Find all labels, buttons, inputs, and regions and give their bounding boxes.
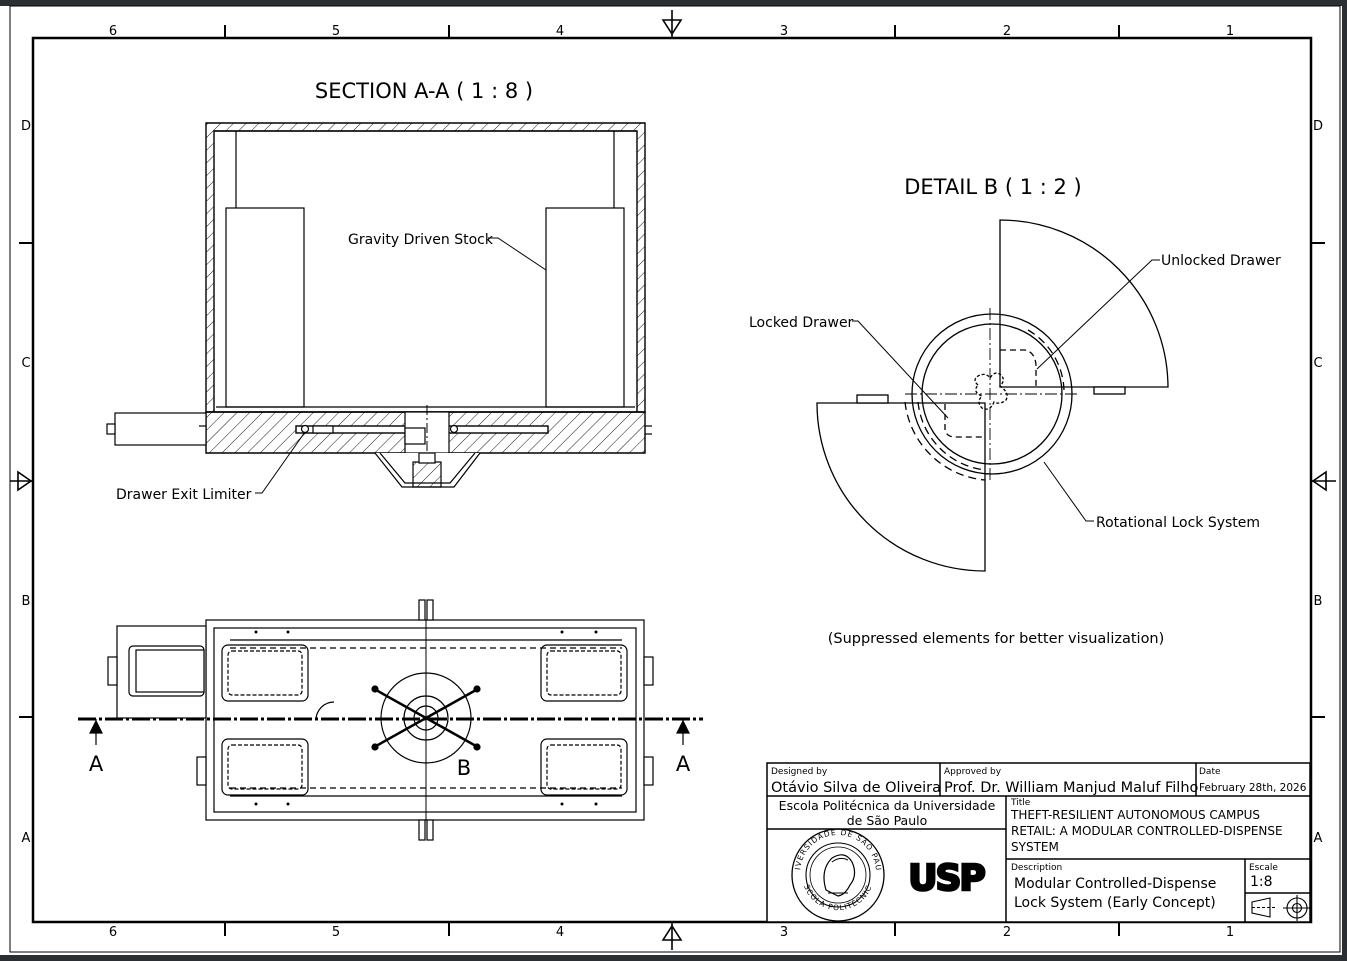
zone-labels: 6 5 4 3 2 1 6 5 4 3 2 1 D C B A D C B A [21,24,1323,940]
plan-bin-tr [540,644,628,702]
zone-col-bottom-4: 4 [556,925,564,940]
callout-unlocked-drawer: Unlocked Drawer [1161,253,1281,269]
zone-row-right-C: C [1313,356,1322,371]
zone-row-left-D: D [21,119,31,134]
detail-title: DETAIL B ( 1 : 2 ) [904,175,1082,199]
callout-drawer-limiter: Drawer Exit Limiter [116,487,252,503]
side-actuator [114,412,207,446]
section-marker-left: A [89,752,104,776]
zone-col-top-4: 4 [556,24,564,39]
zone-col-top-1: 1 [1226,24,1234,39]
sheet-frame [9,5,1341,953]
suppressed-note: (Suppressed elements for better visualiz… [828,631,1165,647]
window-right-edge [1342,0,1347,961]
approved-by-label: Approved by [944,767,1002,777]
institution-line2: de São Paulo [847,813,928,828]
stock-column-left [225,207,305,408]
date-label: Date [1199,767,1221,777]
callout-locked-drawer: Locked Drawer [749,315,854,331]
zone-col-top-2: 2 [1003,24,1011,39]
zone-col-bottom-3: 3 [780,925,788,940]
section-marker-right: A [676,752,691,776]
designed-by: Otávio Silva de Oliveira [771,780,941,796]
zone-row-right-A: A [1314,831,1323,846]
callout-rotational-lock: Rotational Lock System [1096,515,1260,531]
designed-by-label: Designed by [771,767,828,777]
zone-row-right-B: B [1314,594,1323,609]
plan-bin-br [540,738,628,796]
approved-by: Prof. Dr. William Manjud Maluf Filho [944,780,1199,796]
window-top-edge [0,0,1347,6]
zone-col-bottom-5: 5 [332,925,340,940]
unlocked-drawer-sector [999,219,1169,388]
plan-bin-bl [221,738,309,796]
stock-column-right [545,207,625,408]
window-bottom-edge [0,955,1347,961]
title-label: Title [1010,798,1031,808]
callout-gravity-stock: Gravity Driven Stock [348,232,494,248]
zone-col-bottom-1: 1 [1226,925,1234,940]
scale-value: 1:8 [1250,874,1273,890]
target-symbol-icon [1283,895,1311,921]
detail-view: DETAIL B ( 1 : 2 ) [749,175,1281,572]
zone-row-left-B: B [22,594,31,609]
zone-col-bottom-6: 6 [109,925,117,940]
projection-symbol-icon [1251,897,1276,918]
zone-row-left-A: A [22,831,31,846]
title-line1: THEFT-RESILIENT AUTONOMOUS CAMPUS [1010,808,1260,822]
description-line2: Lock System (Early Concept) [1014,895,1216,911]
scale-label: Escale [1249,863,1278,873]
zone-col-top-5: 5 [332,24,340,39]
zone-row-left-C: C [21,356,30,371]
title-line2: RETAIL: A MODULAR CONTROLLED-DISPENSE [1011,824,1283,838]
detail-marker: B [457,756,471,780]
description-label: Description [1011,863,1062,873]
zone-col-bottom-2: 2 [1003,925,1011,940]
title-line3: SYSTEM [1011,840,1059,854]
zone-col-top-6: 6 [109,24,117,39]
plan-bin-tl [221,644,309,702]
usp-logo: USP [908,858,984,899]
cam-profile [974,372,1008,410]
zone-col-top-3: 3 [780,24,788,39]
zone-row-right-D: D [1313,119,1323,134]
section-title: SECTION A-A ( 1 : 8 ) [315,79,533,103]
section-view: SECTION A-A ( 1 : 8 ) [106,79,652,503]
university-seal-logo [791,828,885,922]
description-line1: Modular Controlled-Dispense [1014,876,1216,892]
plan-view: A A B [78,599,703,841]
date-value: February 28th, 2026 [1199,782,1307,794]
locked-drawer-sector [816,402,986,572]
institution-line1: Escola Politécnica da Universidade [779,798,996,813]
